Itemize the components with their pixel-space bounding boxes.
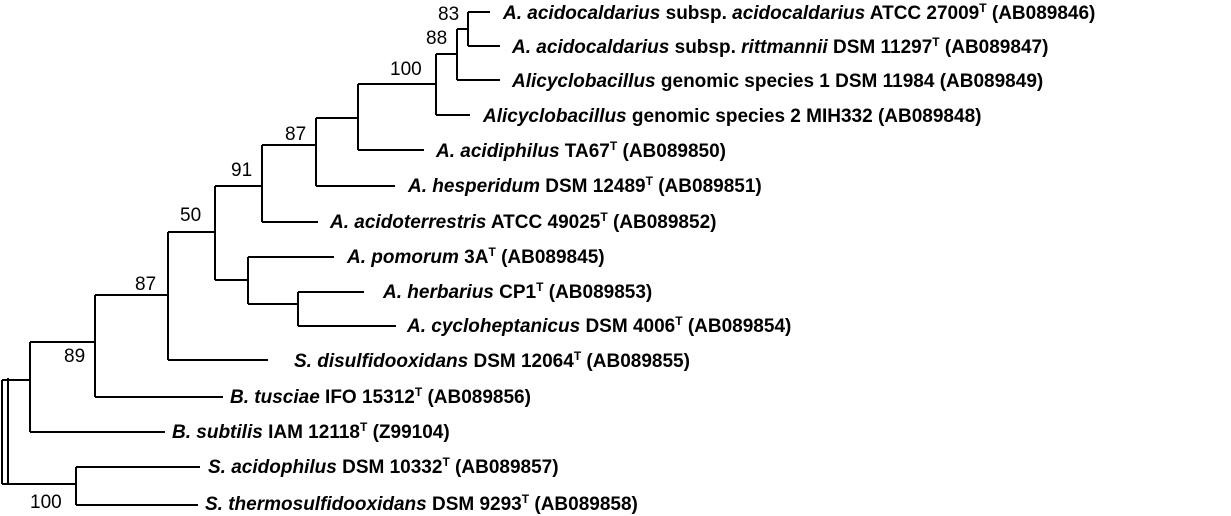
branch-node-50	[95, 232, 268, 361]
branch-pomorum-group	[215, 256, 334, 304]
branch-node-83	[457, 11, 500, 47]
taxon-label: A. pomorum 3AT (AB089845)	[346, 245, 605, 268]
branch-node-87a	[262, 118, 395, 187]
taxon-label: A. acidocaldarius subsp. acidocaldarius …	[502, 1, 1095, 24]
taxon-label: Alicyclobacillus genomic species 2 MIH33…	[482, 106, 981, 127]
taxon-label: A. acidocaldarius subsp. rittmannii DSM …	[511, 35, 1048, 58]
taxon-label: A. acidoterrestris ATCC 49025T (AB089852…	[329, 210, 716, 233]
bootstrap-89: 89	[64, 346, 85, 367]
bootstrap-100-lower: 100	[30, 492, 62, 513]
branch-node-89	[8, 342, 165, 433]
tree-branches	[1, 11, 500, 506]
bootstrap-values: 83 88 100 87 91 50 87 89 100	[30, 4, 459, 513]
taxon-label: B. subtilis IAM 12118T (Z99104)	[172, 420, 450, 443]
taxon-labels: A. acidocaldarius subsp. acidocaldarius …	[172, 1, 1095, 515]
bootstrap-50: 50	[180, 205, 201, 226]
taxon-label: S. acidophilus DSM 10332T (AB089857)	[208, 455, 559, 478]
taxon-label: B. tusciae IFO 15312T (AB089856)	[230, 385, 531, 408]
bootstrap-100-upper: 100	[390, 59, 422, 80]
branch-node-91-group	[168, 186, 216, 280]
branch-node-88-group	[358, 54, 470, 116]
branch-node-100a	[316, 84, 424, 151]
taxon-label: A. acidiphilus TA67T (AB089850)	[435, 139, 726, 162]
branch-node-100b	[8, 466, 200, 506]
bootstrap-88: 88	[426, 28, 447, 49]
taxon-label: A. herbarius CP1T (AB089853)	[382, 280, 652, 303]
taxon-label: S. disulfidooxidans DSM 12064T (AB089855…	[294, 349, 690, 372]
taxon-label: S. thermosulfidooxidans DSM 9293T (AB089…	[205, 492, 638, 515]
branch-herbarius-group	[248, 291, 396, 327]
bootstrap-83: 83	[438, 4, 459, 25]
branch-node-91	[215, 145, 318, 223]
taxon-label: A. cycloheptanicus DSM 4006T (AB089854)	[406, 314, 791, 337]
taxon-label: A. hesperidum DSM 12489T (AB089851)	[407, 174, 762, 197]
taxon-label: Alicyclobacillus genomic species 1 DSM 1…	[511, 71, 1043, 92]
branch-node-88	[436, 29, 500, 81]
branch-node-87b	[30, 295, 223, 398]
bootstrap-91: 91	[231, 160, 252, 181]
bootstrap-87-lower: 87	[135, 274, 156, 295]
bootstrap-87-upper: 87	[285, 124, 306, 145]
